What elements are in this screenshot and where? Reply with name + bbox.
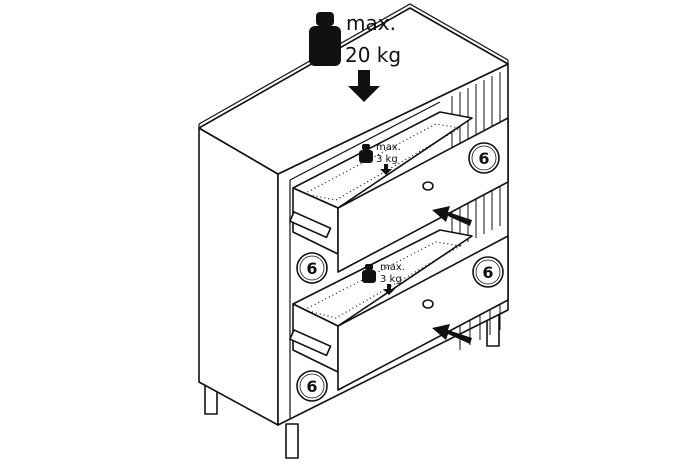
svg-text:6: 6 xyxy=(306,259,317,278)
arrow-down-icon xyxy=(348,70,380,102)
load-top-prefix: max. xyxy=(346,11,396,35)
load-indicator-upper-drawer: max. 3 kg xyxy=(359,142,401,175)
side-panel xyxy=(198,127,279,426)
drawer-upper-runner xyxy=(289,211,332,239)
push-arrows xyxy=(432,206,472,344)
drawer-lower xyxy=(289,229,509,391)
drawer-lower-front xyxy=(337,235,509,391)
svg-text:6: 6 xyxy=(482,263,493,282)
weight-icon xyxy=(359,144,373,163)
part-callouts: 6 6 6 6 xyxy=(296,142,504,402)
part-callout: 6 xyxy=(296,252,328,284)
part-callout: 6 xyxy=(472,256,504,288)
load-lower-value: 3 kg xyxy=(380,274,402,285)
part-callout: 6 xyxy=(468,142,500,174)
load-upper-prefix: max. xyxy=(376,142,401,153)
drawer-upper xyxy=(289,111,509,273)
load-indicator-top: max. 20 kg xyxy=(309,11,401,102)
load-lower-prefix: max. xyxy=(380,262,405,273)
drawer-lower-knob xyxy=(422,299,434,309)
weight-icon xyxy=(362,264,376,283)
push-arrow-icon xyxy=(432,324,472,344)
svg-text:6: 6 xyxy=(306,377,317,396)
load-upper-value: 3 kg xyxy=(376,154,398,165)
arrow-down-icon xyxy=(383,284,395,295)
load-top-value: 20 kg xyxy=(345,43,401,67)
load-indicator-lower-drawer: max. 3 kg xyxy=(362,262,405,295)
push-arrow-icon xyxy=(432,206,472,226)
svg-text:6: 6 xyxy=(478,149,489,168)
drawer-upper-front xyxy=(337,117,509,273)
arrow-down-icon xyxy=(380,164,392,175)
drawer-upper-knob xyxy=(422,181,434,191)
part-callout: 6 xyxy=(296,370,328,402)
top-edge xyxy=(198,3,509,125)
leg-front-right xyxy=(285,423,299,459)
weight-icon xyxy=(309,12,341,66)
drawer-lower-runner xyxy=(289,329,332,357)
